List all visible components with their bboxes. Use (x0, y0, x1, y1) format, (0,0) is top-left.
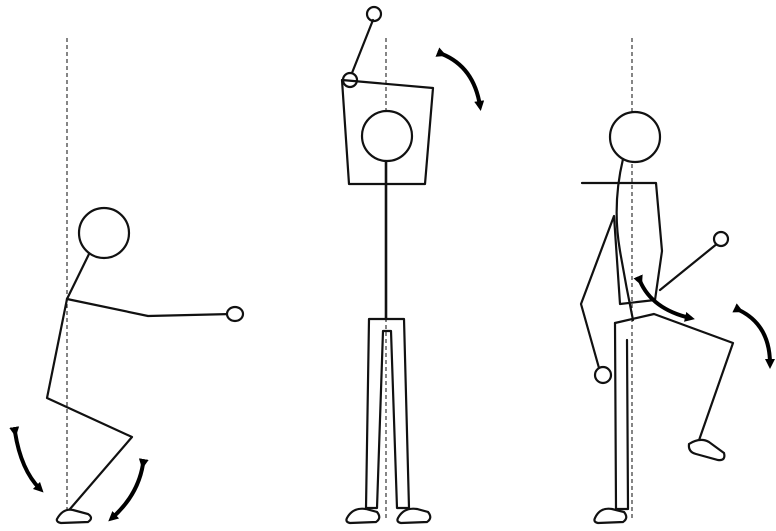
foot-shape (57, 510, 91, 523)
raised-foot (689, 440, 725, 460)
figure-head (610, 112, 660, 162)
rotation-arrow-icon (15, 432, 40, 489)
hand-circle (227, 307, 243, 321)
raised-leg (615, 314, 733, 446)
hand-circle (595, 367, 611, 383)
hand-circle (367, 7, 381, 21)
rotation-arrow-icon (112, 464, 143, 518)
raised-arm (350, 20, 373, 78)
rotation-arrow-icon (739, 310, 770, 364)
neck-line (67, 254, 89, 299)
panel-raised-arm (342, 7, 480, 523)
rotation-arrow-icon (442, 54, 480, 106)
figure-head (79, 208, 129, 258)
figure-head (362, 111, 412, 161)
left-foot (346, 509, 379, 523)
right-foot (397, 509, 430, 523)
panel-squat (15, 38, 243, 523)
torso-and-arm (581, 183, 662, 371)
support-foot (594, 509, 626, 523)
support-leg (615, 323, 628, 509)
hand-circle (714, 232, 728, 246)
arm-forward (67, 299, 232, 316)
panel-knee-raise (581, 38, 770, 523)
legs (366, 319, 409, 508)
forearm-raised (660, 243, 718, 290)
torso-leg (47, 299, 132, 509)
